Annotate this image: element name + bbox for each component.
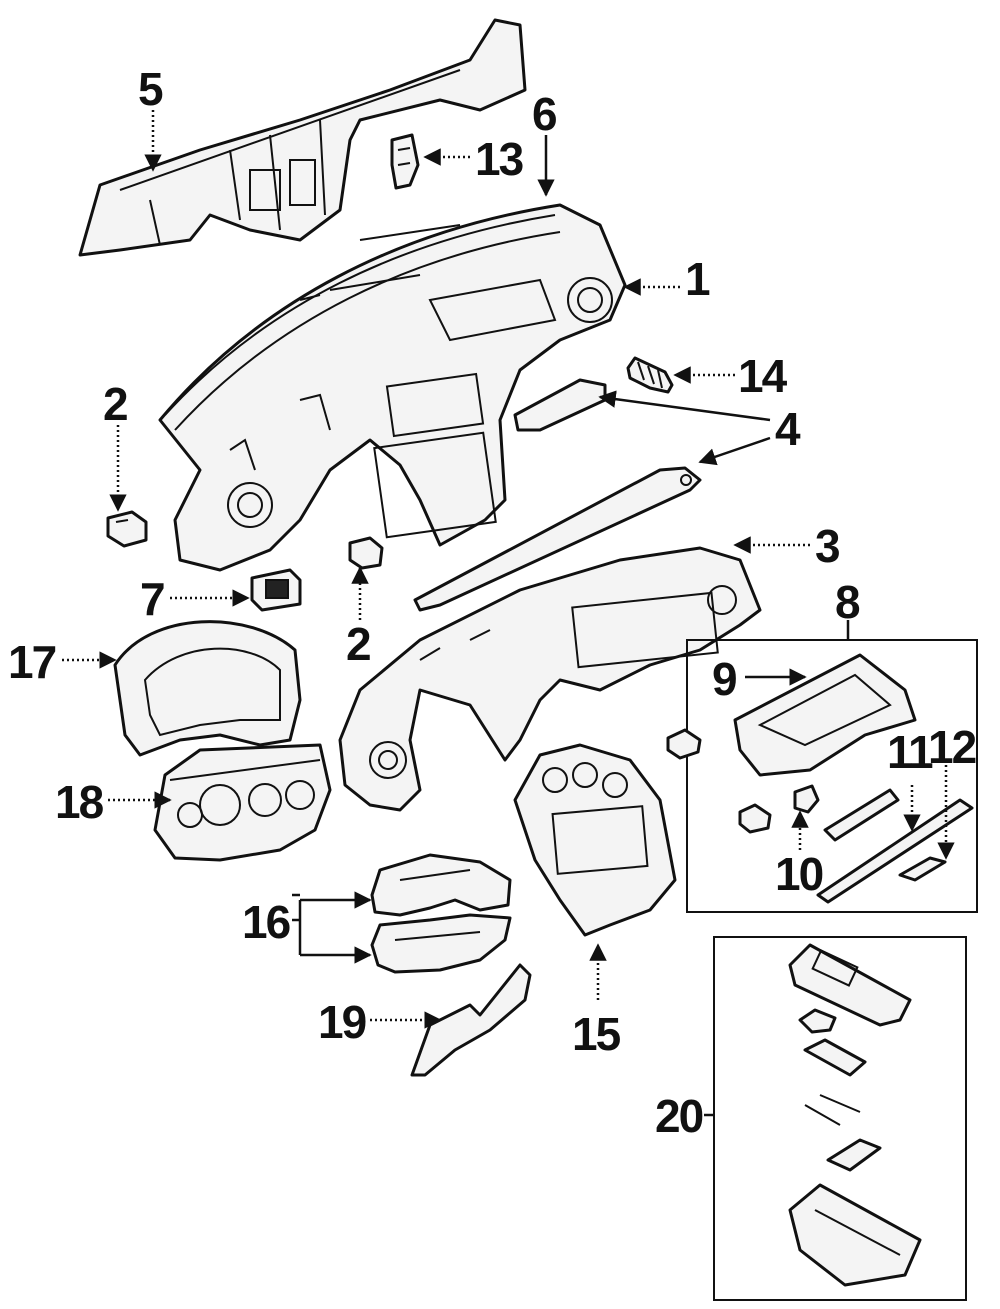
callout-11: 11 (887, 726, 933, 778)
callout-18: 18 (55, 776, 104, 828)
callout-10: 10 (775, 848, 823, 900)
console-group-frame (713, 936, 967, 1301)
callout-13: 13 (475, 133, 523, 185)
lid-part (816, 798, 974, 904)
callout-12: 12 (928, 721, 976, 773)
callout-5: 5 (138, 63, 163, 115)
callout-9: 9 (712, 653, 736, 705)
callout-2-center: 2 (346, 618, 370, 670)
console-box-part (788, 943, 922, 1287)
callout-7: 7 (140, 573, 164, 625)
callout-6: 6 (532, 88, 556, 140)
instrument-panel-part (158, 203, 627, 572)
callout-17: 17 (8, 636, 56, 688)
socket-part-center (348, 536, 384, 570)
bolt-part (626, 356, 674, 394)
leader-lines (62, 110, 955, 1117)
latch-part (793, 784, 820, 814)
callout-19: 19 (318, 996, 366, 1048)
clip-part (390, 133, 420, 190)
reinforcement-bar-part (78, 18, 527, 257)
callout-20: 20 (655, 1090, 703, 1142)
callout-1: 1 (685, 253, 710, 305)
callout-labels: 5 6 13 1 14 4 2 3 7 2 8 17 9 11 12 18 10… (8, 63, 978, 1142)
callout-2-left: 2 (103, 378, 127, 430)
callout-4: 4 (775, 403, 801, 455)
glove-box-part (733, 653, 917, 777)
glove-box-group-frame (686, 639, 978, 913)
column-cover-lower-part (370, 913, 512, 974)
bracket-part (413, 378, 702, 612)
switch-part (250, 568, 302, 612)
column-cover-upper-part (370, 853, 512, 917)
center-finish-panel-part (513, 743, 677, 937)
lower-panel-part (338, 546, 762, 812)
meter-hood-part (113, 620, 302, 757)
callout-8: 8 (835, 576, 860, 628)
callout-14: 14 (738, 350, 788, 402)
callout-15: 15 (572, 1008, 621, 1060)
glove-box-stopper-part (666, 728, 772, 834)
callout-16: 16 (242, 896, 290, 948)
callout-3: 3 (815, 520, 839, 572)
socket-part-left (106, 510, 148, 548)
knee-panel-part (410, 963, 532, 1077)
lock-part (823, 788, 900, 842)
combination-meter-part (153, 743, 332, 862)
